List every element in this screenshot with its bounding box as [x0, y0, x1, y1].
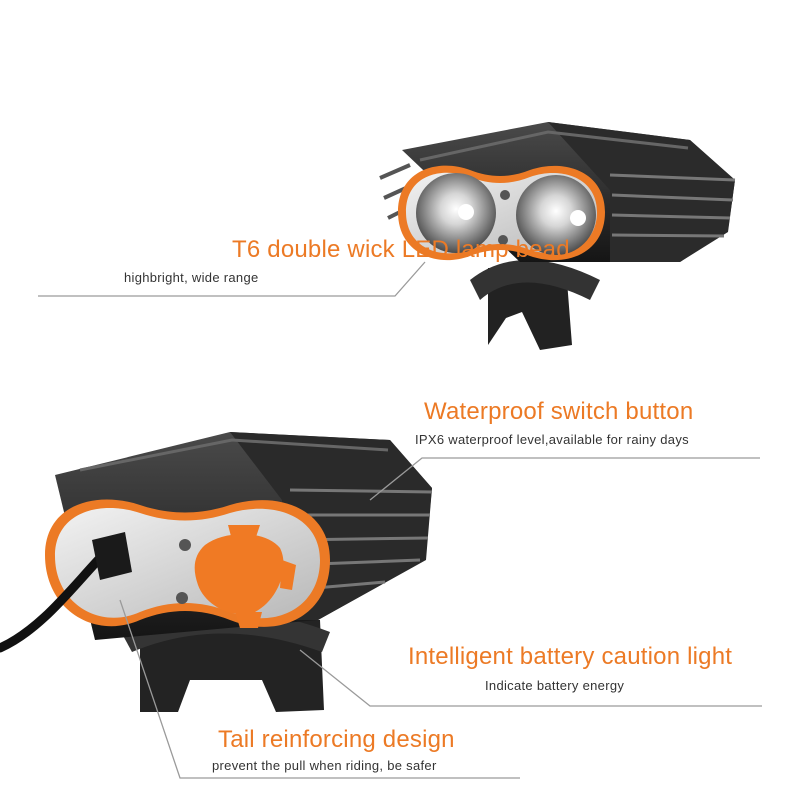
- feature-title-battery-light: Intelligent battery caution light: [408, 643, 733, 670]
- bottom-body-side: [230, 432, 432, 620]
- callout-line-lamp-bead: [38, 261, 426, 297]
- callout-lines: [38, 261, 762, 779]
- top-fin-3: [611, 213, 731, 220]
- feature-title-lamp-bead: T6 double wick LED lamp bead: [232, 236, 570, 263]
- top-fin-5: [419, 130, 689, 162]
- bottom-fin-top: [79, 438, 389, 472]
- callout-line-battery: [299, 649, 762, 707]
- top-fin-4: [611, 233, 725, 238]
- bottom-fin-1: [289, 488, 433, 494]
- top-lens-right: [516, 175, 596, 255]
- bottom-mount: [140, 620, 324, 712]
- top-led-right: [570, 210, 586, 226]
- top-mount: [488, 268, 572, 350]
- top-fin-1: [609, 173, 736, 182]
- cable-plug: [92, 532, 132, 580]
- feature-title-switch: Waterproof switch button: [424, 398, 694, 425]
- switch-petal-top: [228, 525, 260, 540]
- feature-subtitle-tail: prevent the pull when riding, be safer: [212, 758, 437, 773]
- top-body-side: [548, 122, 735, 262]
- top-screw-upper: [500, 190, 510, 200]
- switch-petal-right: [280, 560, 296, 590]
- feature-subtitle-lamp-bead: highbright, wide range: [124, 270, 259, 285]
- switch-petal-bottom: [235, 612, 262, 628]
- feature-subtitle-battery-light: Indicate battery energy: [485, 678, 625, 693]
- feature-subtitle-switch: IPX6 waterproof level,available for rain…: [415, 432, 689, 447]
- callout-line-switch: [369, 457, 760, 501]
- bottom-screw-upper: [179, 539, 191, 551]
- power-cable: [0, 553, 105, 653]
- top-led-left: [458, 204, 474, 220]
- top-fin-2: [611, 193, 734, 202]
- switch-cross: [194, 534, 284, 615]
- feature-title-tail: Tail reinforcing design: [218, 726, 455, 753]
- callout-line-tail: [119, 599, 520, 779]
- bottom-light: [0, 432, 433, 712]
- top-mount-clamp: [470, 260, 600, 300]
- bottom-screw-lower: [176, 592, 188, 604]
- top-light: [379, 122, 736, 350]
- top-lens-left: [416, 173, 496, 253]
- top-screw-lower: [498, 235, 508, 245]
